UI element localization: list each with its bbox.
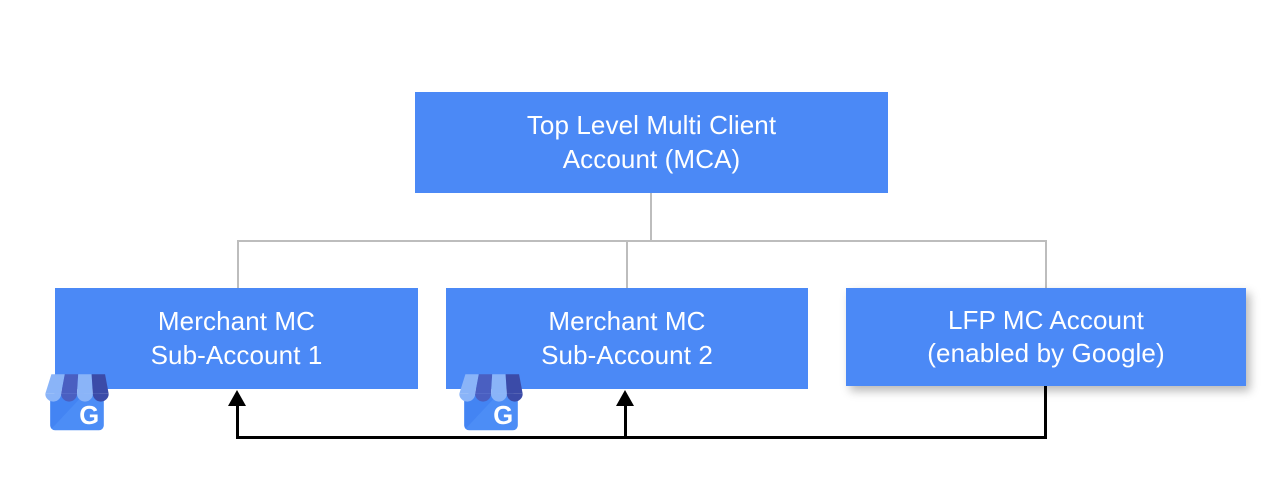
connector-horizontal-bus <box>237 240 1047 242</box>
node-merchant-sub-account-2[interactable]: Merchant MC Sub-Account 2 <box>446 288 808 389</box>
arrowhead-into-sub-account-2 <box>616 390 634 406</box>
node-merchant-sub-account-1[interactable]: Merchant MC Sub-Account 1 <box>55 288 418 389</box>
node-lfp-mc-account[interactable]: LFP MC Account (enabled by Google) <box>846 288 1246 386</box>
arrowhead-into-sub-account-1 <box>228 390 246 406</box>
node-merchant-sub-account-1-label: Merchant MC Sub-Account 1 <box>150 306 323 370</box>
connector-drop-sub2 <box>626 240 628 289</box>
google-business-profile-storefront-icon: G <box>452 362 530 440</box>
svg-text:G: G <box>493 402 513 430</box>
connector-drop-lfp <box>1045 240 1047 289</box>
svg-text:G: G <box>79 402 99 430</box>
node-lfp-mc-account-label: LFP MC Account (enabled by Google) <box>927 304 1165 368</box>
connector-mca-stem <box>650 193 652 242</box>
feedback-connector-up-sub2 <box>624 400 627 438</box>
node-merchant-sub-account-2-label: Merchant MC Sub-Account 2 <box>541 306 713 370</box>
feedback-connector-up-sub1 <box>236 400 239 438</box>
node-top-level-mca[interactable]: Top Level Multi Client Account (MCA) <box>415 92 888 193</box>
feedback-connector-horizontal <box>236 436 1047 439</box>
feedback-connector-lfp-stem <box>1044 386 1047 439</box>
node-top-level-mca-label: Top Level Multi Client Account (MCA) <box>526 110 777 174</box>
connector-drop-sub1 <box>237 240 239 289</box>
google-business-profile-storefront-icon: G <box>38 362 116 440</box>
